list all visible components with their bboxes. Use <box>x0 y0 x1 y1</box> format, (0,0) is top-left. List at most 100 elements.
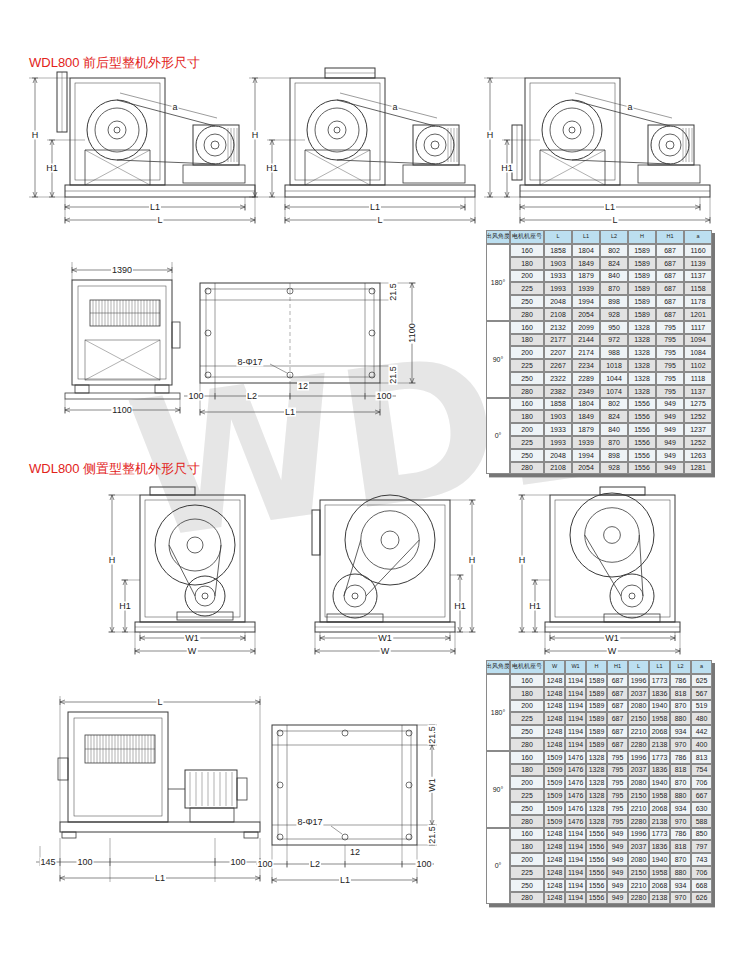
table-group-cell: 180° <box>486 674 510 751</box>
table-cell: 795 <box>607 789 628 802</box>
table-cell: 1044 <box>600 372 628 385</box>
drawing-line <box>520 205 525 209</box>
table-cell: 1158 <box>684 282 712 295</box>
dimension-label: a <box>171 103 178 112</box>
table-cell: 880 <box>670 866 691 879</box>
table-cell: 1094 <box>684 334 712 347</box>
drawing-line <box>33 78 37 83</box>
drawing-line <box>285 218 290 222</box>
drawing-line <box>345 845 346 868</box>
drawing-line <box>287 845 288 868</box>
table-cell: 1328 <box>586 815 607 828</box>
table-cell: 1858 <box>544 244 572 257</box>
drawing-line <box>255 876 260 880</box>
table-cell: 519 <box>691 700 712 713</box>
dimension-label: H1 <box>265 164 279 173</box>
drawing-line <box>455 632 476 633</box>
table-cell: 280 <box>510 892 544 905</box>
table-cell: 1933 <box>544 423 572 436</box>
drawing-rect <box>74 718 162 816</box>
drawing-line <box>345 861 346 867</box>
drawing-rect <box>290 78 385 185</box>
table-cell: 1556 <box>586 879 607 892</box>
drawing-rect <box>325 68 375 78</box>
table-cell: 2150 <box>628 712 649 725</box>
table-cell: 1084 <box>684 346 712 359</box>
dimension-label: L2 <box>309 860 321 869</box>
table-cell: 934 <box>670 802 691 815</box>
table-cell: 1556 <box>628 398 656 411</box>
table-cell: 824 <box>600 257 628 270</box>
drawing-line <box>245 197 246 211</box>
table-cell: 160 <box>510 321 544 334</box>
table-cell: 1836 <box>649 840 670 853</box>
drawing-circle <box>202 593 208 599</box>
table-cell: 225 <box>510 436 544 449</box>
table-cell: 1804 <box>572 398 600 411</box>
drawing-line <box>85 150 150 185</box>
table-cell: 818 <box>670 687 691 700</box>
table-cell: 1556 <box>586 840 607 853</box>
table-cell: 2174 <box>572 346 600 359</box>
drawing-line <box>267 140 305 141</box>
drawing-line <box>65 191 255 192</box>
drawing-rect <box>85 735 155 763</box>
drawing-line <box>65 205 70 209</box>
dimension-label: L <box>156 698 163 707</box>
table-cell: 180 <box>510 840 544 853</box>
table-cell: 1940 <box>649 700 670 713</box>
table-cell: 225 <box>510 789 544 802</box>
table-cell: 280 <box>510 815 544 828</box>
dimension-label: L2 <box>246 392 258 401</box>
dimension-label: L <box>156 216 163 225</box>
table-cell: 795 <box>656 372 684 385</box>
dimension-label: W1 <box>377 634 393 643</box>
table-cell: 1328 <box>628 321 656 334</box>
table-cell: 400 <box>691 738 712 751</box>
drawing-rect <box>78 286 166 379</box>
drawing-line <box>85 150 150 185</box>
drawing-line <box>540 150 605 185</box>
drawing-circle <box>204 134 226 156</box>
table-cell: 1879 <box>572 270 600 283</box>
drawing-circle <box>342 730 348 736</box>
table-cell: 1194 <box>565 892 586 905</box>
drawing-line <box>305 150 370 185</box>
drawing-line <box>60 700 65 704</box>
table-cell: 687 <box>607 700 628 713</box>
table-cell: 1903 <box>544 257 572 270</box>
table-cell: 1509 <box>544 751 565 764</box>
table-cell: 818 <box>670 840 691 853</box>
drawing-line <box>448 128 449 162</box>
drawing-line <box>65 408 70 412</box>
drawing-line <box>502 140 540 141</box>
table-cell: 802 <box>600 398 628 411</box>
drawing-line <box>135 632 136 655</box>
drawing-line <box>253 78 257 83</box>
table-cell: 200 <box>510 346 544 359</box>
table-cell: 2054 <box>572 308 600 321</box>
drawing-line <box>325 73 375 74</box>
drawing-circle <box>315 108 359 152</box>
table-cell: 1248 <box>544 712 565 725</box>
drawing-line <box>520 627 524 632</box>
table-cell: 2177 <box>544 334 572 347</box>
table-cell: 795 <box>607 815 628 828</box>
table-cell: 1556 <box>586 828 607 841</box>
drawing-circle <box>369 330 375 336</box>
drawing-line <box>272 868 273 884</box>
table-cell: 1194 <box>565 866 586 879</box>
drawing-rect <box>244 832 258 838</box>
table-cell: 1275 <box>684 398 712 411</box>
drawing-line <box>123 580 127 585</box>
table-cell: 1248 <box>544 674 565 687</box>
table-cell: 250 <box>510 725 544 738</box>
dimension-label: L1 <box>604 203 616 212</box>
table-cell: 813 <box>691 751 712 764</box>
drawing-line <box>380 283 416 284</box>
drawing-rect <box>75 385 89 393</box>
table-cell: 1509 <box>544 802 565 815</box>
drawing-line <box>340 93 437 118</box>
drawing-rect <box>272 725 417 845</box>
table-header: 出风角度 <box>486 230 510 244</box>
